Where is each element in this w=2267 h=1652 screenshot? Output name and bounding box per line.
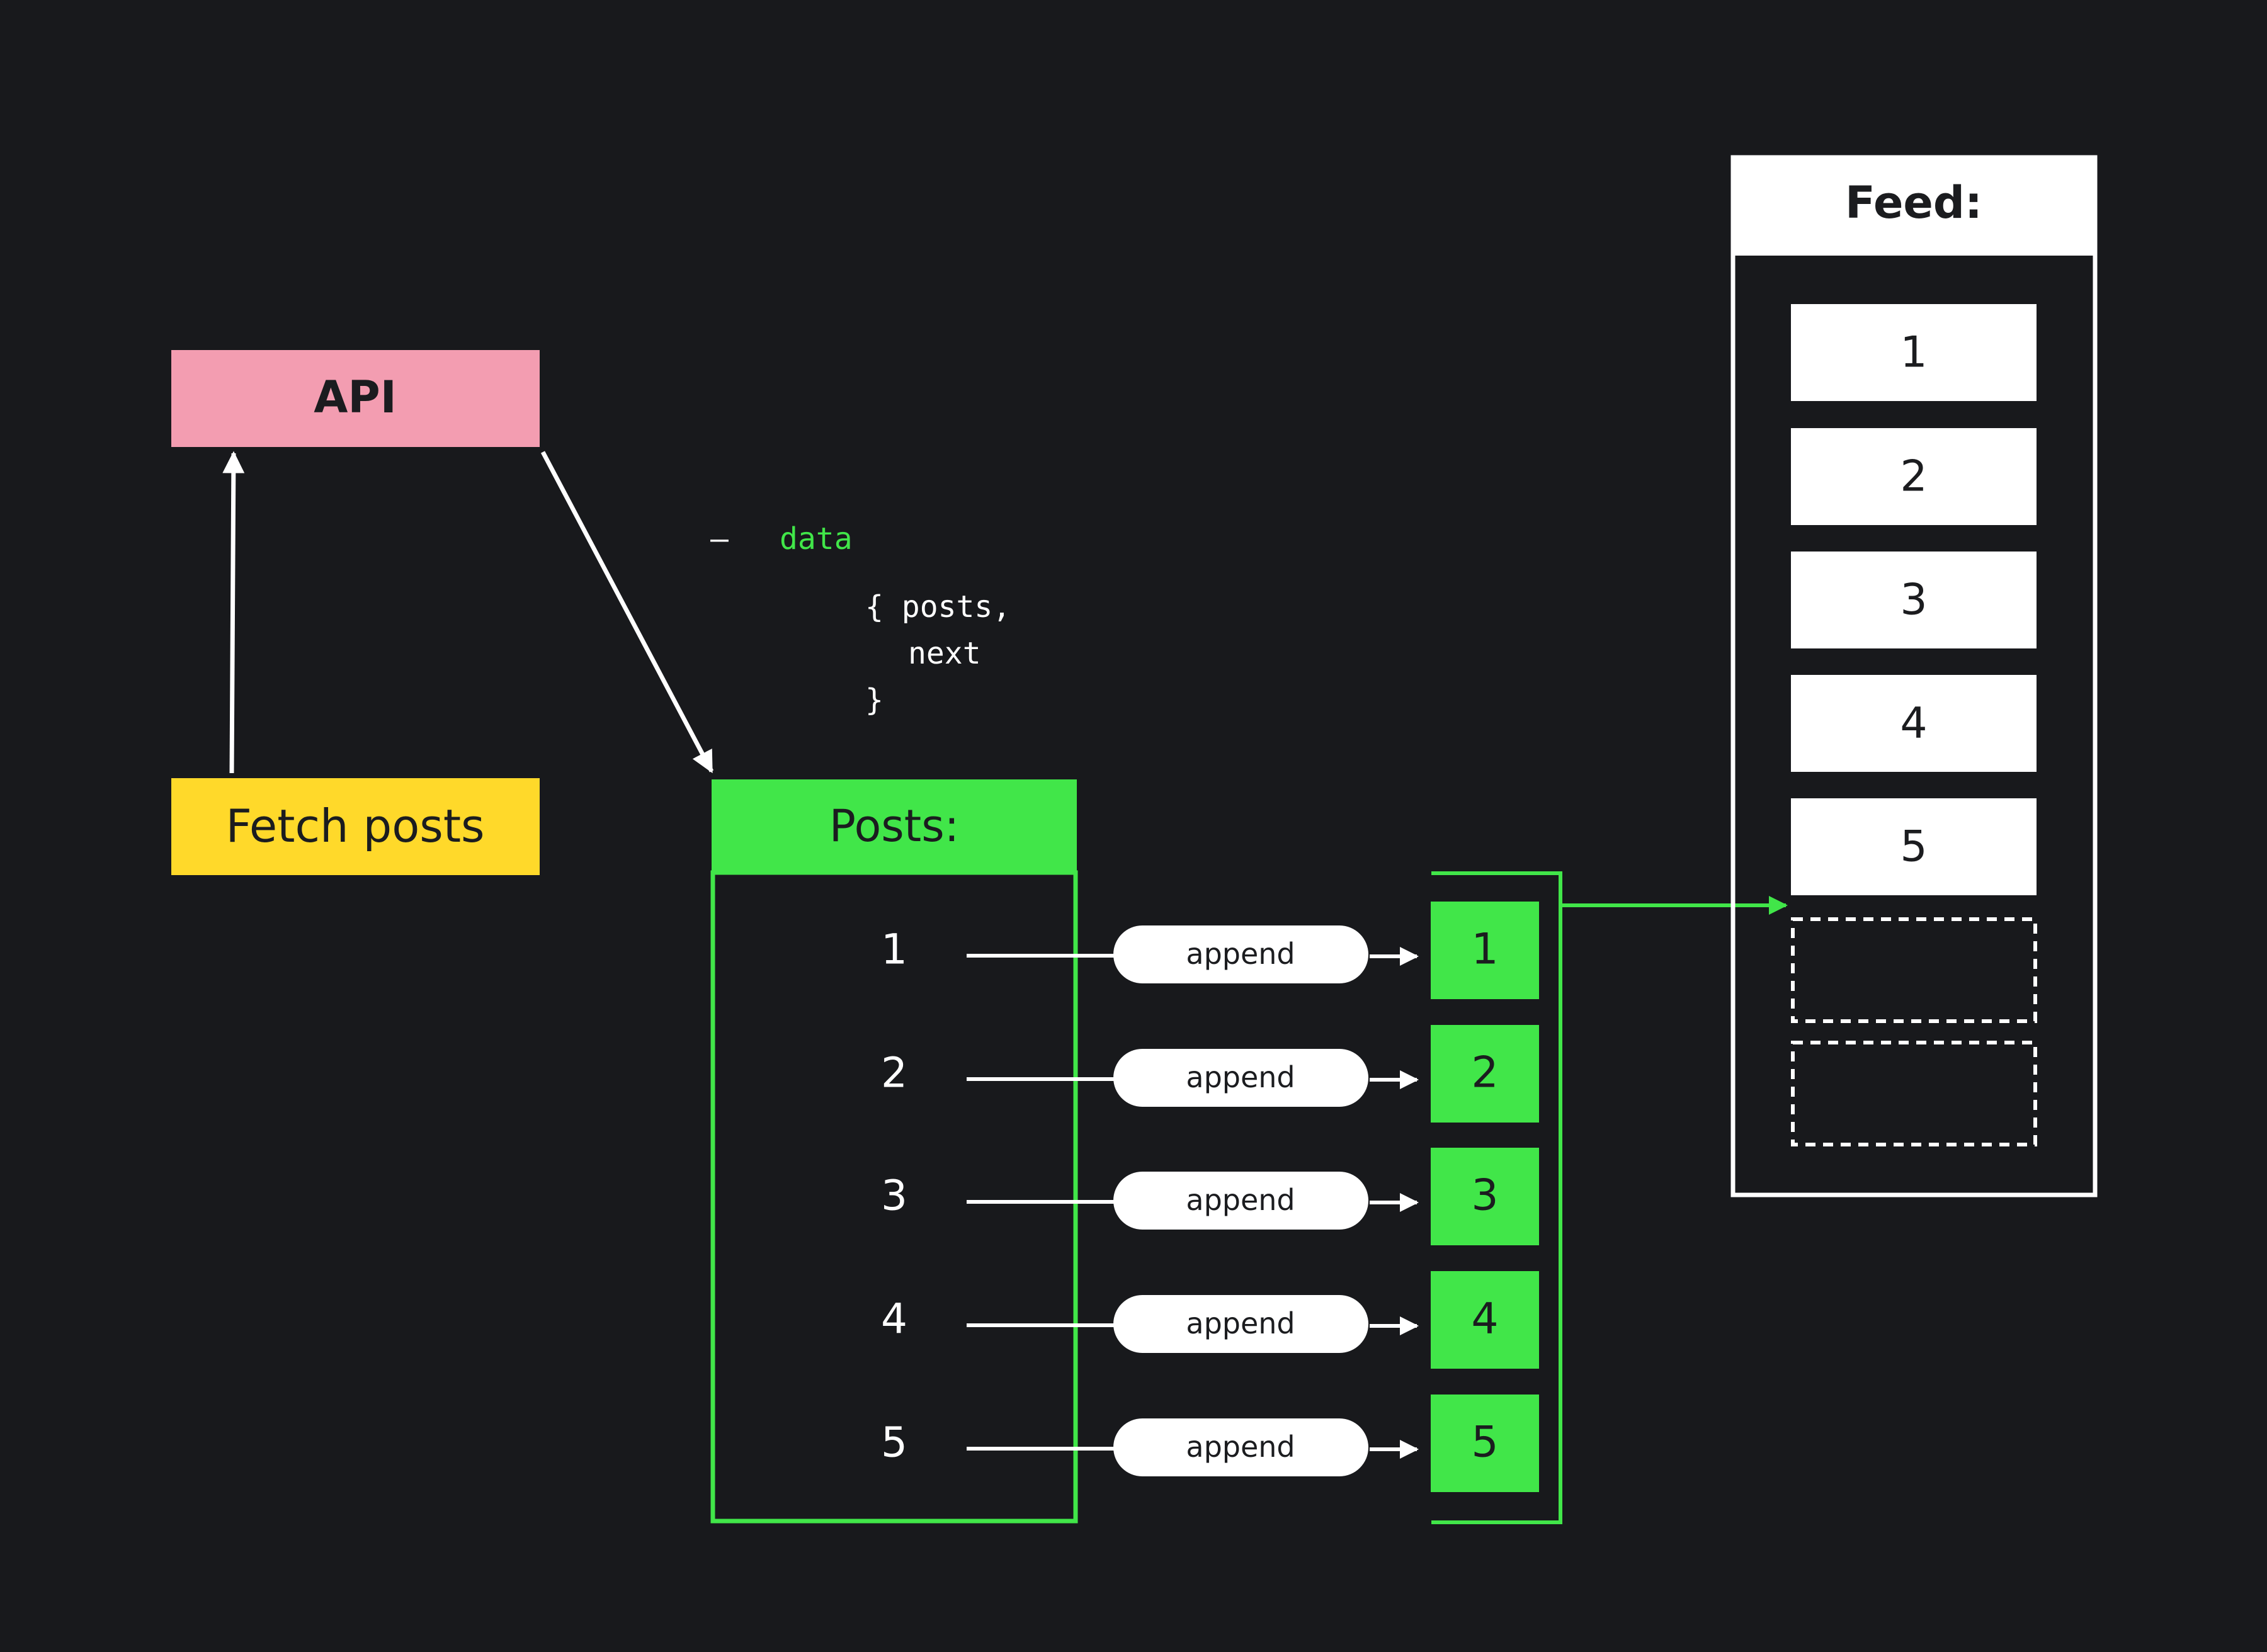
appended-post-box <box>1431 1025 1539 1123</box>
append-row: 3 append 3 <box>881 1148 1539 1245</box>
fetch-posts-node: Fetch posts <box>171 778 540 875</box>
appended-post-box <box>1431 1395 1539 1492</box>
annotation-line-posts: { posts, <box>865 589 1011 625</box>
feed-item-number: 2 <box>1900 452 1927 502</box>
append-row: 2 append 2 <box>881 1025 1539 1123</box>
feed-item-number: 4 <box>1900 699 1927 749</box>
feed-empty-slot <box>1791 1041 2037 1146</box>
appended-post-number: 2 <box>1471 1048 1498 1098</box>
feed-item-number: 1 <box>1900 328 1927 378</box>
append-label: append <box>1186 1306 1295 1340</box>
annotation-keyword: data <box>780 521 853 557</box>
append-row: 1 append 1 <box>881 902 1539 999</box>
append-pill <box>1113 1172 1368 1230</box>
annotation-line-close: } <box>865 682 884 718</box>
feed-items: 1 2 3 4 5 <box>1791 304 2037 1146</box>
append-row: 4 append 4 <box>881 1271 1539 1369</box>
post-number: 3 <box>881 1172 907 1220</box>
feed-item: 4 <box>1791 675 2037 772</box>
post-number: 4 <box>881 1295 907 1344</box>
data-annotation: — data { posts, next } <box>710 521 1011 718</box>
appended-post-box <box>1431 1148 1539 1245</box>
append-pill <box>1113 925 1368 983</box>
append-label: append <box>1186 1060 1295 1094</box>
annotation-dash: — <box>710 521 729 557</box>
append-pill <box>1113 1049 1368 1107</box>
append-label: append <box>1186 937 1295 971</box>
appended-post-number: 1 <box>1471 925 1498 975</box>
appended-post-number: 5 <box>1471 1418 1498 1468</box>
feed-item: 5 <box>1791 798 2037 895</box>
api-to-posts-arrow <box>540 451 714 774</box>
appended-bracket <box>1431 871 1562 1524</box>
appended-post-number: 4 <box>1471 1294 1498 1344</box>
annotation-line-next: next <box>908 636 981 671</box>
posts-title: Posts: <box>829 800 960 852</box>
feed-item-number: 5 <box>1900 822 1927 872</box>
post-number: 2 <box>881 1049 907 1097</box>
appended-post-box <box>1431 902 1539 999</box>
fetch-posts-label: Fetch posts <box>225 800 484 852</box>
post-number: 1 <box>881 925 907 974</box>
feed-item: 2 <box>1791 428 2037 525</box>
fetch-to-api-arrow <box>222 451 245 774</box>
feed-item-number: 3 <box>1900 575 1927 625</box>
feed-item: 1 <box>1791 304 2037 401</box>
append-row: 5 append 5 <box>881 1395 1539 1492</box>
feed-title: Feed: <box>1845 177 1982 229</box>
append-rows: 1 append 1 2 append 2 3 append 3 4 append 4 5 append 5 <box>881 902 1539 1492</box>
appended-post-number: 3 <box>1471 1171 1498 1221</box>
append-label: append <box>1186 1430 1295 1464</box>
api-node: API <box>171 350 540 447</box>
posts-container: Posts: <box>710 779 1078 1524</box>
feed-empty-slot <box>1791 917 2037 1023</box>
append-pill <box>1113 1295 1368 1353</box>
feed-item: 3 <box>1791 552 2037 648</box>
appended-post-box <box>1431 1271 1539 1369</box>
feed-container: Feed: <box>1730 155 2098 1197</box>
post-number: 5 <box>881 1418 907 1467</box>
api-label: API <box>314 371 397 423</box>
append-label: append <box>1186 1183 1295 1217</box>
append-pill <box>1113 1418 1368 1476</box>
